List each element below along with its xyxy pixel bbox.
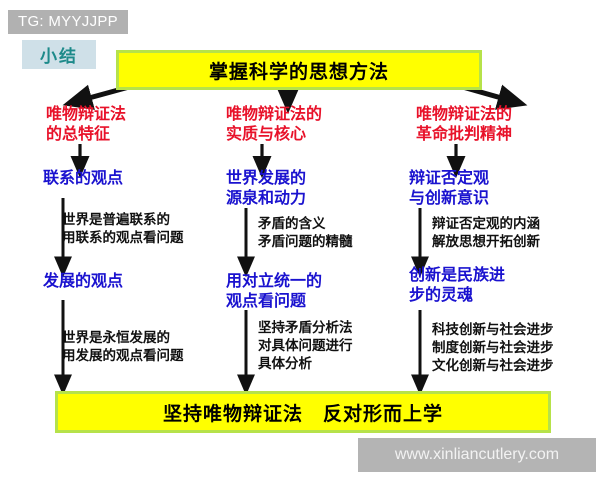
col1-concept-1: 联系的观点 [43, 168, 124, 187]
col2-concept-2: 用对立统一的 观点看问题 [226, 271, 323, 311]
col3-note-1: 辩证否定观的内涵 解放思想开拓创新 [432, 216, 540, 250]
url-watermark: www.xinliancutlery.com [358, 438, 596, 472]
title-box-label: 掌握科学的思想方法 [208, 60, 389, 83]
col2-concept-1: 世界发展的 源泉和动力 [226, 168, 307, 208]
col3-heading: 唯物辩证法的 革命批判精神 [416, 104, 513, 144]
title-box: 掌握科学的思想方法 [116, 50, 482, 90]
tg-watermark-tag: TG: MYYJJPP [8, 10, 128, 35]
col2-note-2: 坚持矛盾分析法 对具体问题进行 具体分析 [258, 320, 353, 372]
col2-heading: 唯物辩证法的 实质与核心 [226, 104, 323, 144]
conclusion-box: 坚持唯物辩证法 反对形而上学 [55, 391, 551, 433]
col3-note-2: 科技创新与社会进步 制度创新与社会进步 文化创新与社会进步 [432, 322, 554, 374]
col1-heading: 唯物辩证法 的总特征 [46, 104, 127, 144]
conclusion-box-label: 坚持唯物辩证法 反对形而上学 [162, 402, 443, 425]
col3-concept-1: 辩证否定观 与创新意识 [409, 168, 490, 208]
col1-note-2: 世界是永恒发展的 用发展的观点看问题 [62, 330, 184, 364]
summary-badge: 小结 [22, 40, 96, 69]
col2-note-1: 矛盾的含义 矛盾问题的精髓 [258, 216, 353, 250]
col1-note-1: 世界是普遍联系的 用联系的观点看问题 [62, 212, 184, 246]
col3-concept-2: 创新是民族进 步的灵魂 [409, 265, 506, 305]
col1-concept-2: 发展的观点 [43, 271, 124, 290]
summary-badge-label: 小结 [40, 47, 78, 67]
